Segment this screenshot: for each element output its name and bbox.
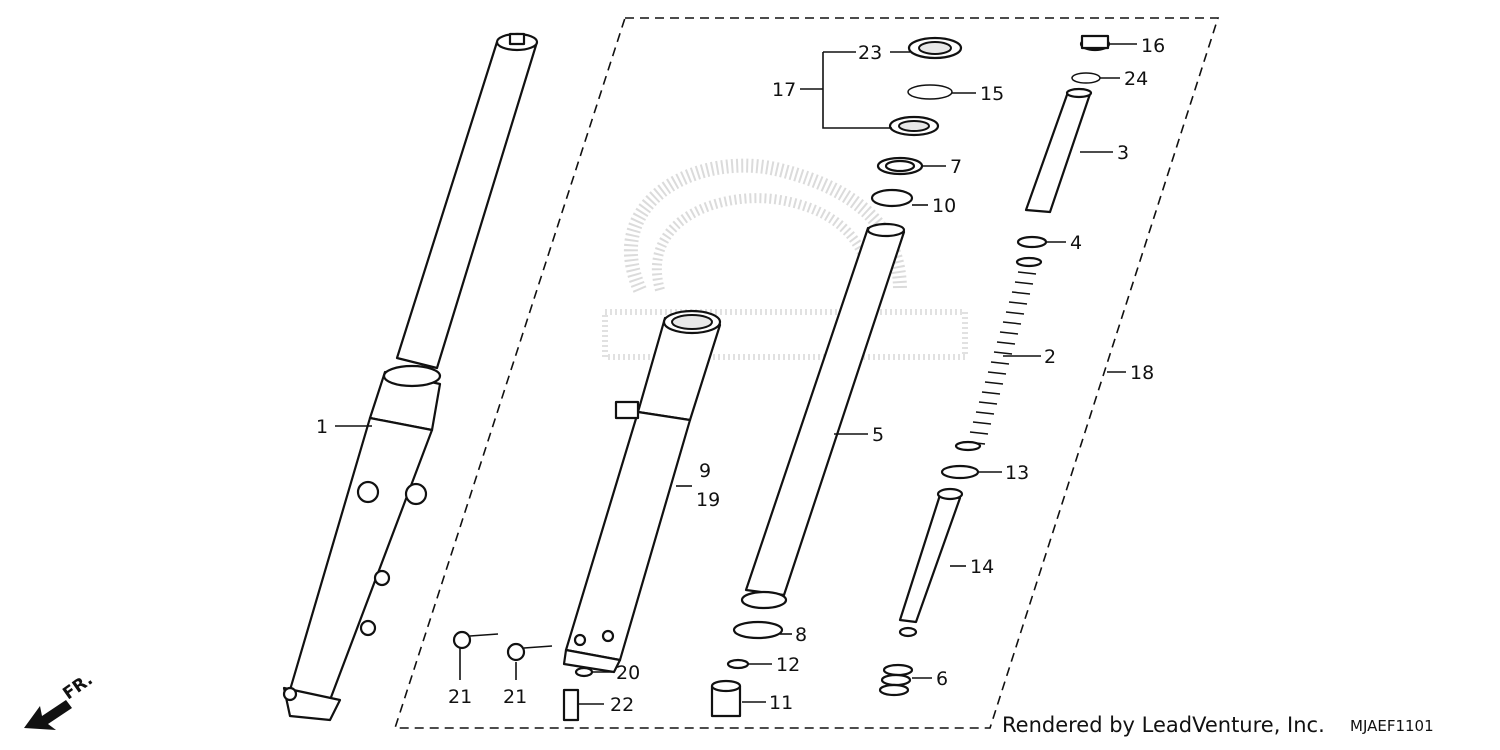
callout-22: 22 (610, 694, 634, 716)
front-direction-marker: FR. (24, 670, 97, 730)
callout-18: 18 (1130, 362, 1154, 384)
part-16-bolt (1079, 34, 1111, 52)
callout-5: 5 (872, 424, 884, 446)
part-14-damper-rod (898, 487, 964, 638)
callout-14: 14 (970, 556, 994, 578)
part-21-bolt-a (452, 630, 499, 650)
callout-6: 6 (936, 668, 948, 690)
assembly-boundary (393, 17, 1220, 729)
callout-7: 7 (950, 156, 962, 178)
callout-2: 2 (1044, 346, 1056, 368)
callout-10: 10 (932, 195, 956, 217)
part-10-bushing (870, 188, 914, 208)
callout-9: 9 (699, 460, 711, 482)
callout-20: 20 (616, 662, 640, 684)
callout-4: 4 (1070, 232, 1082, 254)
part-17-seal-set (888, 115, 940, 137)
diagram-code: MJAEF1101 (1350, 717, 1434, 735)
callout-16: 16 (1141, 35, 1165, 57)
part-3-spacer (1024, 87, 1093, 214)
part-6-spring (878, 663, 914, 697)
callout-21-left: 21 (448, 686, 472, 708)
part-9-slider (562, 309, 722, 674)
part-15-clip (907, 84, 953, 100)
part-1-fork-assembly (282, 32, 539, 722)
callout-12: 12 (776, 654, 800, 676)
part-13-piston-ring (940, 464, 980, 480)
callout-23: 23 (858, 42, 882, 64)
part-11-lock (710, 679, 742, 718)
callout-24: 24 (1124, 68, 1148, 90)
callout-3: 3 (1117, 142, 1129, 164)
part-8-bushing (732, 620, 784, 640)
part-20-washer (574, 666, 594, 678)
part-2-spring (954, 256, 1043, 452)
front-arrow-icon (24, 700, 72, 730)
part-23-dust-seal (907, 36, 963, 60)
callout-1: 1 (316, 416, 328, 438)
leader-lines (335, 43, 1137, 705)
front-direction-label: FR. (59, 670, 96, 704)
callout-19: 19 (696, 489, 720, 511)
callout-11: 11 (769, 692, 793, 714)
part-5-inner-tube (740, 222, 906, 610)
part-21-bolt-b (506, 642, 553, 662)
callout-17: 17 (772, 79, 796, 101)
callout-8: 8 (795, 624, 807, 646)
render-credit: Rendered by LeadVenture, Inc. (1002, 713, 1325, 737)
part-22-bolt (562, 688, 580, 722)
callout-21-right: 21 (503, 686, 527, 708)
callout-15: 15 (980, 83, 1004, 105)
part-24-oring (1071, 72, 1101, 84)
part-4-seat (1016, 235, 1048, 249)
callout-13: 13 (1005, 462, 1029, 484)
part-7-ring (876, 156, 924, 176)
part-12-washer (726, 658, 750, 670)
